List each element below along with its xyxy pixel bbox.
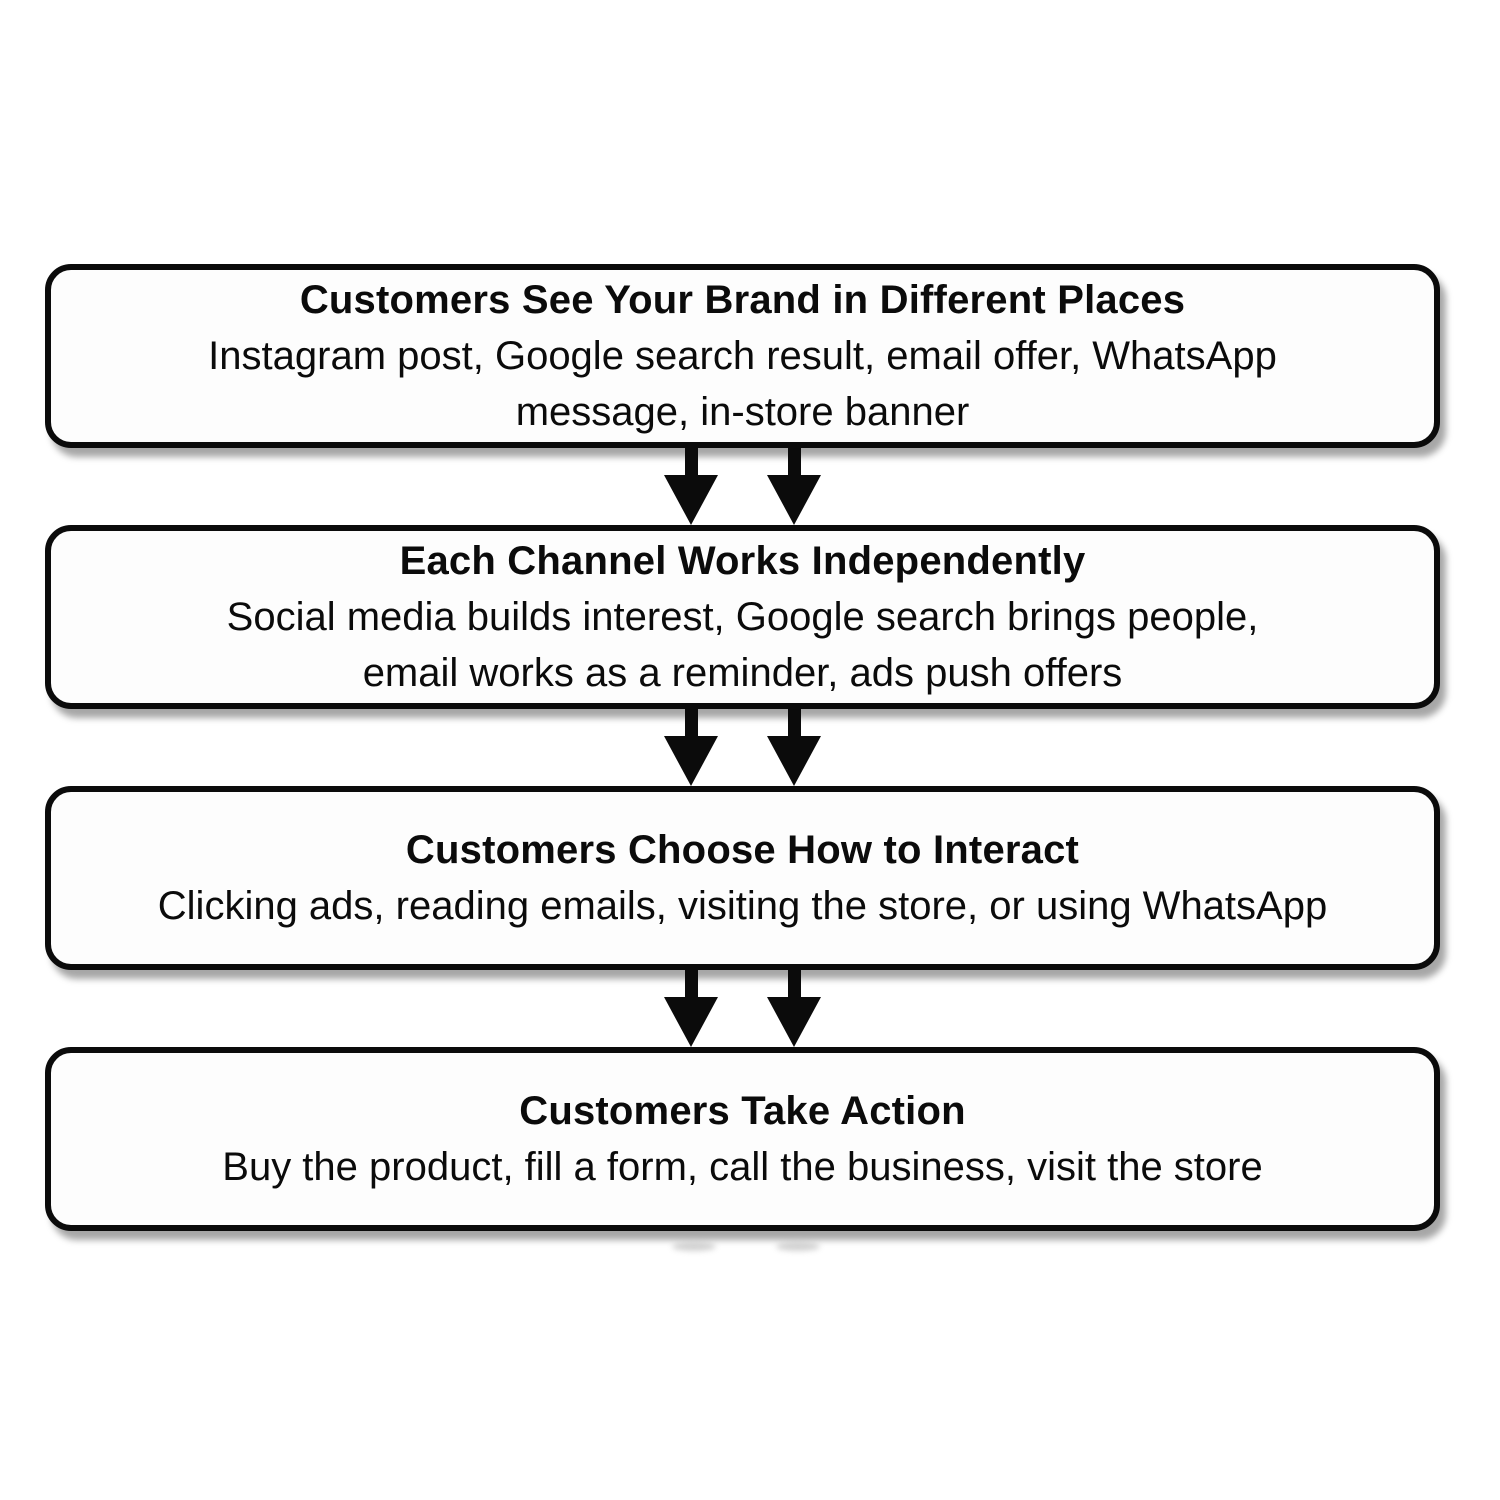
arrow-stem (787, 709, 801, 736)
down-arrow-icon (767, 970, 821, 1047)
arrow-head (767, 997, 821, 1047)
connector-3 (45, 970, 1440, 1047)
arrow-head (664, 997, 718, 1047)
step-description-line: Instagram post, Google search result, em… (208, 334, 1277, 378)
arrow-stem (684, 448, 698, 475)
step-box-awareness: Customers See Your Brand in Different Pl… (45, 264, 1440, 448)
arrow-shadow-remnant (776, 1242, 820, 1251)
arrow-head (767, 736, 821, 786)
step-title: Customers Choose How to Interact (405, 828, 1080, 872)
arrow-stem (787, 970, 801, 997)
step-description-line: email works as a reminder, ads push offe… (362, 651, 1123, 695)
down-arrow-icon (664, 709, 718, 786)
step-title: Each Channel Works Independently (399, 539, 1086, 583)
down-arrow-icon (664, 970, 718, 1047)
arrow-stem (787, 448, 801, 475)
arrow-stem (684, 970, 698, 997)
step-description-line: Clicking ads, reading emails, visiting t… (157, 884, 1328, 928)
flowchart: Customers See Your Brand in Different Pl… (45, 264, 1440, 1231)
arrow-head (664, 736, 718, 786)
step-box-interaction: Customers Choose How to Interact Clickin… (45, 786, 1440, 970)
arrow-stem (684, 709, 698, 736)
arrow-head (664, 475, 718, 525)
connector-2 (45, 709, 1440, 786)
down-arrow-icon (767, 709, 821, 786)
connector-1 (45, 448, 1440, 525)
step-title: Customers Take Action (519, 1089, 966, 1133)
arrow-head (767, 475, 821, 525)
down-arrow-icon (767, 448, 821, 525)
down-arrow-icon (664, 448, 718, 525)
step-description-line: Buy the product, fill a form, call the b… (222, 1145, 1263, 1189)
step-description-line: message, in-store banner (515, 390, 970, 434)
arrow-shadow-remnant (672, 1242, 716, 1251)
step-box-action: Customers Take Action Buy the product, f… (45, 1047, 1440, 1231)
step-title: Customers See Your Brand in Different Pl… (299, 278, 1186, 322)
step-box-channels: Each Channel Works Independently Social … (45, 525, 1440, 709)
step-description-line: Social media builds interest, Google sea… (226, 595, 1259, 639)
